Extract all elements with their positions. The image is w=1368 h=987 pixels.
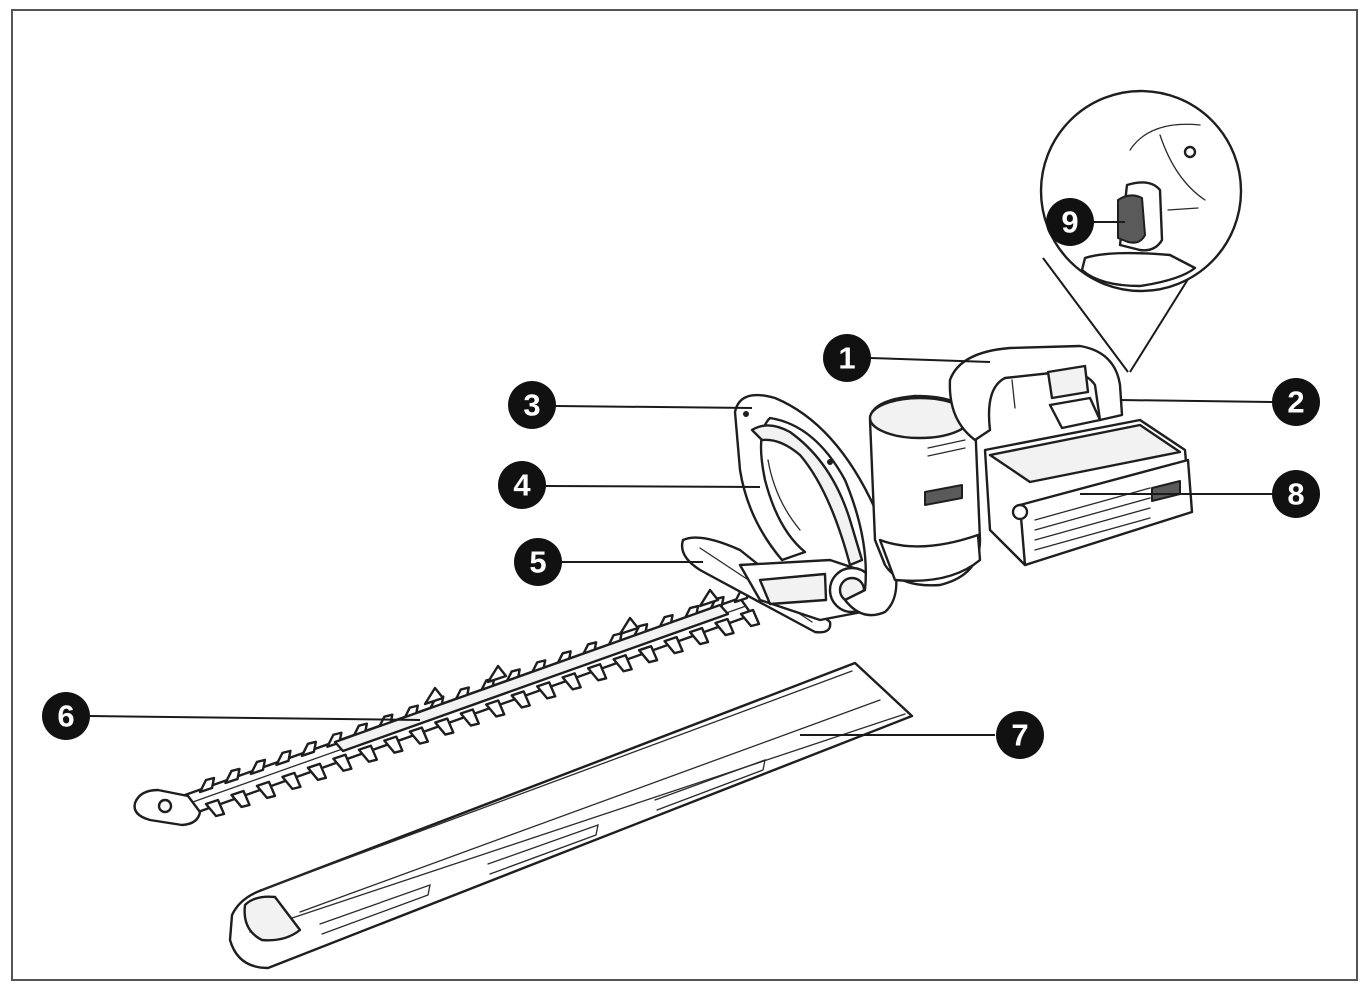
- blade-tooth: [300, 740, 318, 758]
- figure-frame: [11, 9, 1358, 981]
- blade-tooth: [714, 617, 735, 637]
- callout-4: 4: [498, 461, 546, 509]
- blade-cover: [228, 661, 914, 970]
- blade-tooth: [204, 798, 226, 818]
- callout-6-label: 6: [57, 699, 74, 734]
- callout-1-circle: [823, 334, 871, 382]
- blade-tooth: [275, 749, 292, 767]
- blade-tooth: [535, 681, 557, 700]
- blade-tooth: [510, 690, 531, 709]
- callout-8-circle: [1272, 470, 1320, 518]
- blade-tooth: [485, 699, 506, 718]
- callout-4-circle: [498, 461, 546, 509]
- callout-7: 7: [996, 711, 1044, 759]
- callout-8-label: 8: [1287, 477, 1304, 512]
- blade-tooth: [408, 726, 430, 745]
- battery-pack: [983, 418, 1194, 567]
- leader-lines: [89, 221, 1273, 736]
- blade-tooth: [739, 608, 761, 628]
- callout-3-circle: [508, 381, 556, 429]
- motor-housing: [868, 394, 982, 587]
- callout-5: 5: [514, 538, 562, 586]
- blade-tooth: [637, 644, 659, 664]
- callout-2: 2: [1272, 378, 1320, 426]
- callout-6-circle: [42, 692, 90, 740]
- detail-inset: [1039, 89, 1243, 373]
- blade-tooth: [306, 762, 328, 782]
- callout-2-label: 2: [1287, 385, 1304, 420]
- callout-1: 1: [823, 334, 871, 382]
- blade-tooth: [249, 758, 267, 776]
- blade-tooth: [612, 654, 633, 673]
- callout-6: 6: [42, 692, 90, 740]
- blade-tooth: [230, 789, 251, 809]
- callout-9-circle: [1046, 198, 1094, 246]
- callout-4-label: 4: [513, 468, 531, 503]
- blade-tooth: [357, 744, 379, 763]
- callout-9: 9: [1046, 198, 1094, 246]
- blade-tooth: [198, 776, 216, 794]
- rear-handle: [948, 344, 1124, 442]
- blade-tooth: [281, 771, 302, 791]
- callout-1-label: 1: [838, 341, 855, 376]
- blade-tooth: [434, 717, 455, 736]
- blade-tooth: [459, 708, 480, 727]
- callout-2-circle: [1272, 378, 1320, 426]
- callout-5-circle: [514, 538, 562, 586]
- callout-3: 3: [508, 381, 556, 429]
- gearbox-housing: [738, 558, 876, 622]
- callout-5-label: 5: [529, 545, 546, 580]
- callout-7-circle: [996, 711, 1044, 759]
- blade-tooth: [688, 626, 710, 646]
- blade-assembly: [133, 586, 761, 827]
- blade-tooth: [561, 672, 582, 691]
- blade-tooth: [586, 663, 608, 682]
- callout-9-label: 9: [1061, 205, 1078, 240]
- callout-7-label: 7: [1011, 718, 1028, 753]
- blade-tooth: [255, 780, 277, 800]
- blade-tooth: [332, 753, 353, 772]
- callout-8: 8: [1272, 470, 1320, 518]
- blade-tooth: [383, 735, 404, 754]
- blade-tooth: [663, 635, 684, 655]
- front-handle: [733, 393, 898, 617]
- blade-tooth: [224, 767, 241, 785]
- callout-3-label: 3: [523, 388, 540, 423]
